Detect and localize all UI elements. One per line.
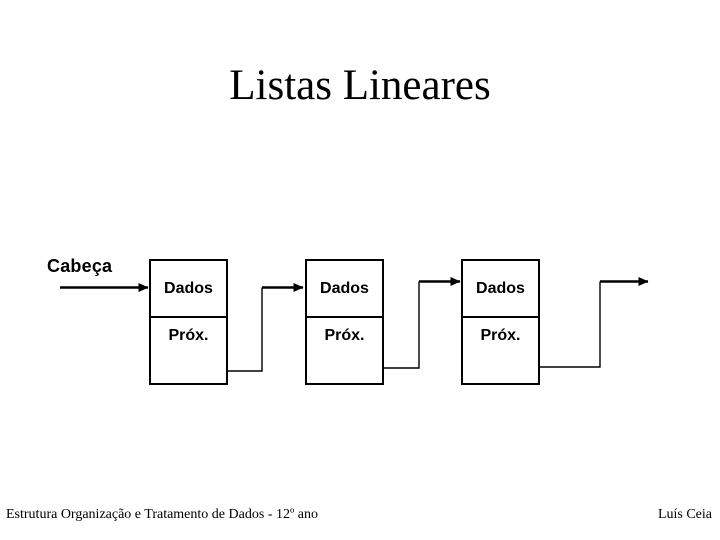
node-3-data-cell: Dados	[463, 261, 538, 318]
node-3-next-cell: Próx.	[480, 327, 521, 344]
footer-course-text: Estrutura Organização e Tratamento de Da…	[6, 507, 318, 522]
list-node-3: Dados Próx.	[461, 259, 540, 385]
node-1-data-cell: Dados	[151, 261, 226, 318]
node-2-next-cell: Próx.	[324, 327, 365, 344]
node-1-next-cell: Próx.	[168, 327, 209, 344]
node-2-data-cell: Dados	[307, 261, 382, 318]
page-title: Listas Lineares	[229, 62, 491, 109]
list-node-1: Dados Próx.	[149, 259, 228, 385]
list-node-2: Dados Próx.	[305, 259, 384, 385]
footer-author-text: Luís Ceia	[657, 507, 712, 522]
head-pointer-label: Cabeça	[47, 256, 113, 276]
